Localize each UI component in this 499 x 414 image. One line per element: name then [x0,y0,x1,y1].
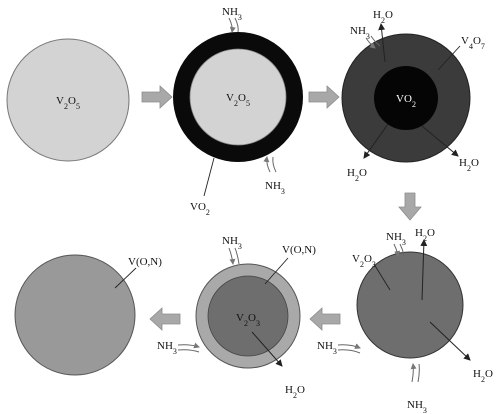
stage3-shell-label: V4O7 [461,35,485,51]
stage4-nh3-bottom: NH3 [407,399,427,414]
stage3-h2o-left: H2O [347,167,367,183]
vo2-core [374,66,438,130]
v2o3-particle [356,251,464,359]
stage1-core-label: V2O5 [56,95,80,111]
flow-arrow-5 [149,307,181,331]
stage4-nh3-top: NH3 [386,231,406,247]
stage3-h2o-right: H2O [459,157,479,173]
stage3-core-label: VO2 [396,93,416,109]
flow-arrow-2 [308,85,340,109]
stage4-core-label: V2O3 [352,253,376,269]
stage-2-particle: V2O5 NH3 NH3 VO2 [173,6,303,217]
stage3-h2o-top: H2O [373,9,393,25]
stage5-shell-label: V(O,N) [282,244,316,256]
stage5-h2o: H2O [285,384,305,400]
stage4-nh3-left: NH3 [317,340,337,356]
v-o-n-particle [14,254,136,376]
stage5-nh3-left: NH3 [157,340,177,356]
stage-4-particle: V2O3 NH3 H2O NH3 H2O NH3 [317,227,493,414]
stage2-nh3-bottom: NH3 [265,180,285,196]
stage2-shell-label: VO2 [190,201,210,217]
stage4-h2o-top: H2O [415,227,435,243]
stage5-nh3-top: NH3 [222,235,242,251]
stage-5-particle: V2O3 NH3 V(O,N) NH3 H2O [157,235,316,400]
v2o3-core [207,275,289,357]
stage6-label: V(O,N) [128,256,162,268]
stage5-core-label: V2O3 [236,312,260,328]
stage2-nh3-top: NH3 [222,6,242,22]
stage4-h2o-right: H2O [473,368,493,384]
stage2-core-label: V2O5 [226,92,250,108]
stage3-nh3: NH3 [350,25,370,41]
nh3-in-arrow [228,17,236,33]
stage-3-particle: VO2 H2O NH3 V4O7 H2O H2O [341,9,485,183]
flow-arrow-4 [309,307,341,331]
v2o5-particle [6,38,130,162]
stage-1-particle: V2O5 [6,38,130,162]
flow-arrow-1 [141,85,173,109]
flow-arrow-3 [398,192,422,221]
v2o5-core [189,48,287,146]
stage-6-particle: V(O,N) [14,254,162,376]
